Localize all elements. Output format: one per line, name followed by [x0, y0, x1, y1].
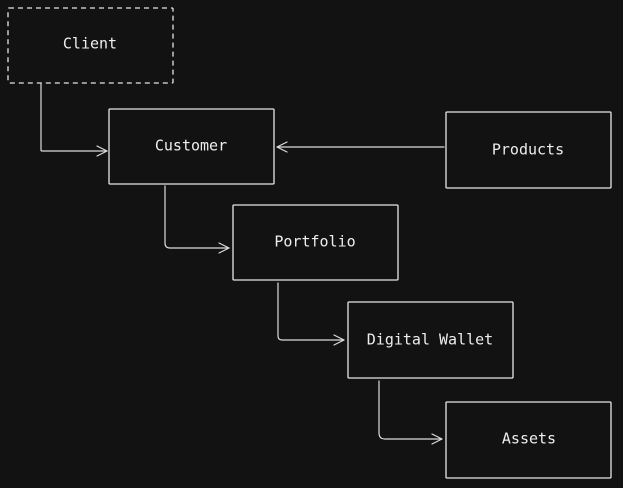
node-assets[interactable]: Assets [445, 401, 612, 479]
node-portfolio-box [232, 204, 399, 281]
edge-digital-wallet-to-assets [378, 380, 443, 445]
node-customer-label: Customer [155, 137, 227, 155]
node-digital-wallet[interactable]: Digital Wallet [347, 301, 514, 379]
node-customer[interactable]: Customer [108, 108, 275, 185]
node-products-label: Products [492, 141, 564, 159]
edge-portfolio-to-digital-wallet [277, 282, 345, 346]
node-client[interactable]: Client [7, 7, 174, 84]
node-portfolio-label: Portfolio [274, 233, 355, 251]
node-products-box [445, 111, 612, 189]
node-assets-label: Assets [502, 430, 556, 448]
node-client-label: Client [63, 35, 117, 53]
edge-customer-to-portfolio [164, 185, 230, 254]
node-products[interactable]: Products [445, 111, 612, 189]
node-digital-wallet-label: Digital Wallet [367, 331, 493, 349]
node-assets-box [445, 401, 612, 479]
node-digital-wallet-box [347, 301, 514, 379]
node-customer-box [108, 108, 275, 185]
node-client-box [7, 7, 174, 84]
edge-client-to-customer [40, 83, 108, 157]
node-portfolio[interactable]: Portfolio [232, 204, 399, 281]
